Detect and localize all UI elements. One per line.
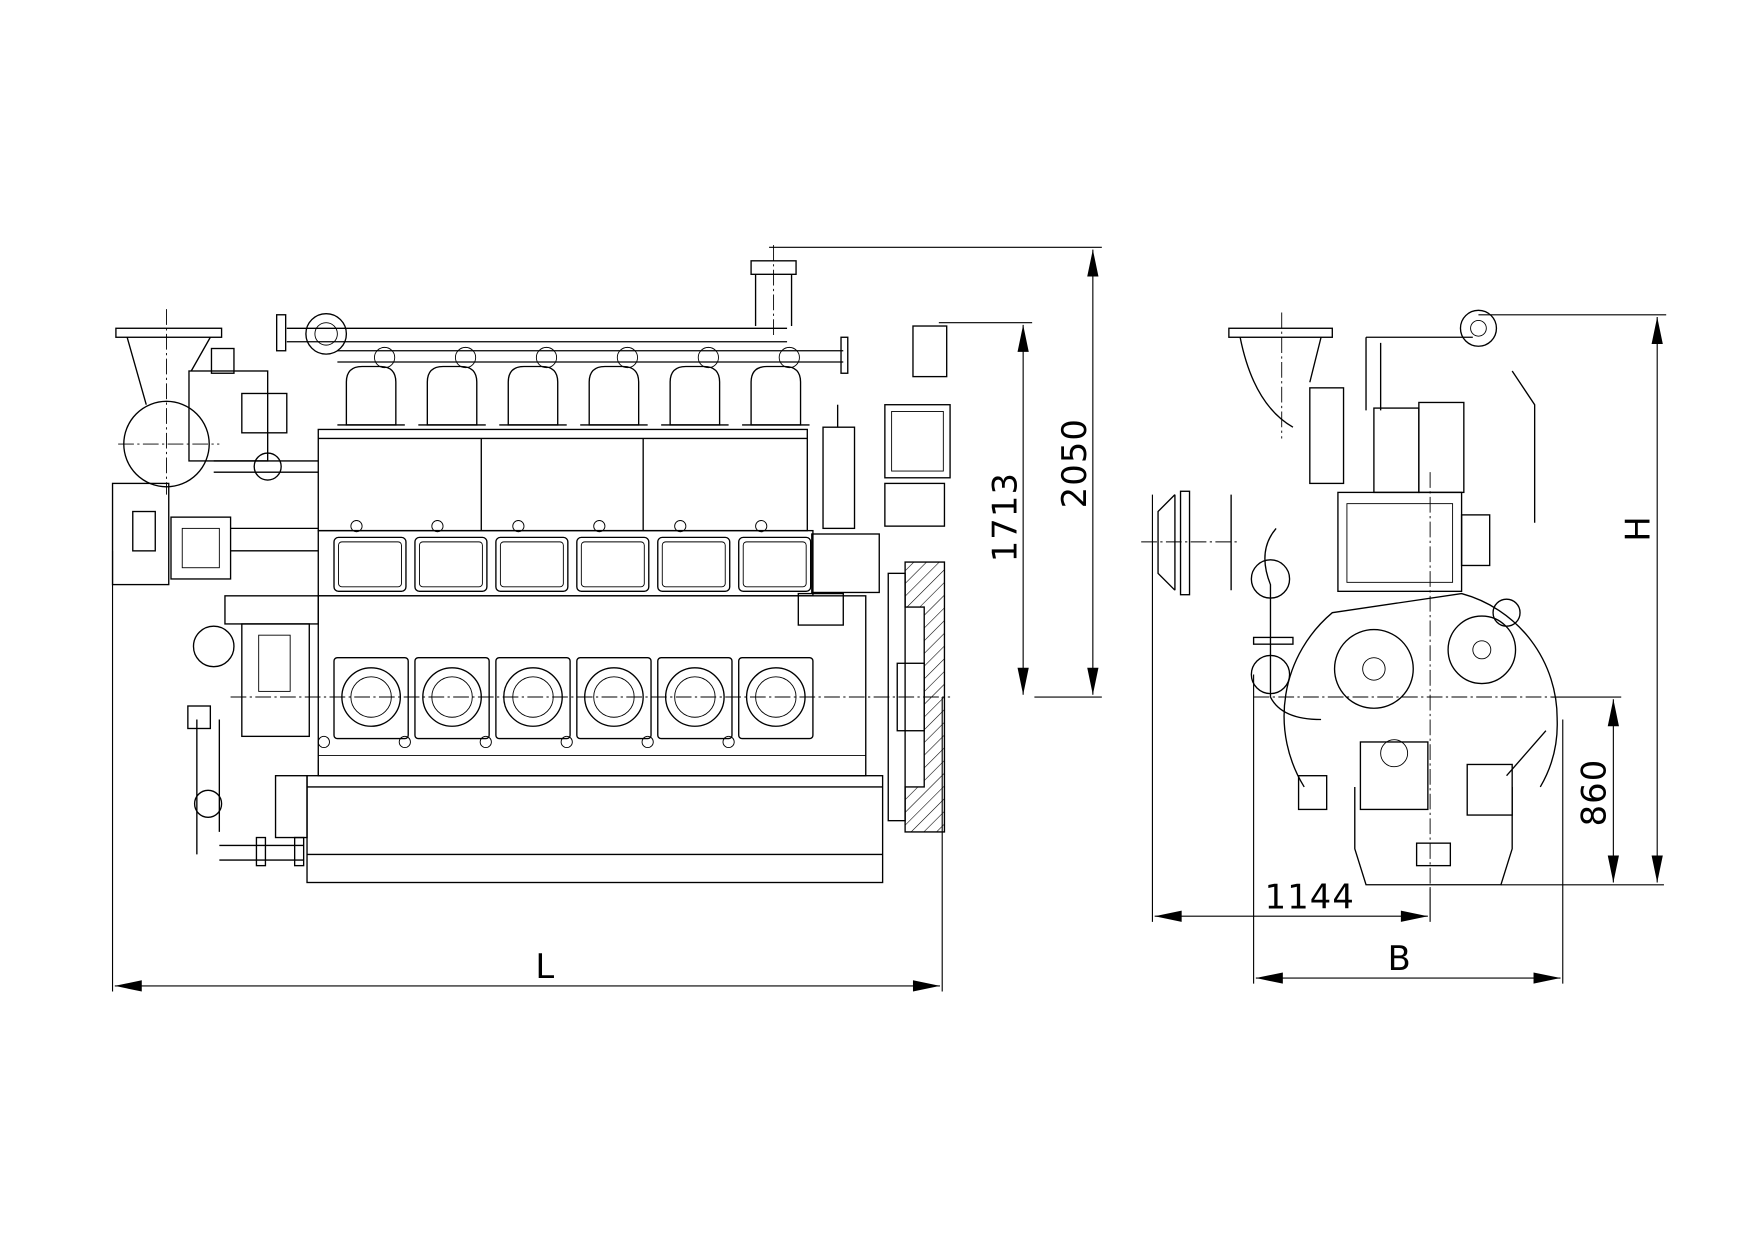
crankcase-door-ring bbox=[503, 667, 563, 727]
control-box bbox=[822, 325, 951, 530]
valve-cover-dial bbox=[454, 346, 477, 369]
inspection-cover-inner bbox=[661, 541, 726, 588]
dim-label-1713: 1713 bbox=[985, 472, 1024, 562]
dimension-L: L bbox=[111, 550, 943, 992]
side-intake bbox=[1228, 312, 1333, 439]
crankcase-door-ring bbox=[664, 667, 725, 727]
dim-label-H: H bbox=[1618, 515, 1657, 541]
front-view: 2050 1713 L bbox=[111, 245, 1102, 992]
inspection-cover bbox=[738, 536, 812, 593]
front-pumps bbox=[187, 595, 319, 867]
bolt bbox=[350, 520, 363, 533]
crankcase-door-ring bbox=[745, 667, 806, 727]
cylinder-head bbox=[588, 365, 640, 426]
coupling-flange bbox=[1141, 490, 1237, 596]
side-turbocharger bbox=[1309, 309, 1536, 593]
bolt bbox=[317, 735, 330, 749]
crankcase-door-center bbox=[755, 676, 797, 718]
crankcase-door-center bbox=[593, 676, 635, 718]
valve-cover-dial bbox=[697, 346, 719, 369]
gear-case bbox=[1250, 527, 1558, 788]
inspection-cover bbox=[657, 536, 731, 593]
crankcase-doors bbox=[317, 656, 814, 749]
crankcase-door bbox=[576, 656, 652, 740]
crankcase-door-center bbox=[431, 676, 473, 718]
crankcase-door bbox=[738, 656, 814, 740]
inspection-cover bbox=[414, 536, 488, 593]
dim-label-860: 860 bbox=[1574, 759, 1613, 827]
crankcase-door bbox=[414, 656, 490, 740]
crankcase-door bbox=[495, 656, 571, 740]
inspection-cover-inner bbox=[580, 541, 645, 588]
inspection-covers bbox=[333, 520, 812, 593]
cylinder-head bbox=[426, 365, 478, 426]
turbocharger-intake bbox=[111, 309, 319, 586]
cylinder-head bbox=[750, 365, 802, 426]
dimension-1144: 1144 bbox=[1151, 494, 1431, 922]
dimension-2050: 2050 bbox=[769, 246, 1102, 698]
crankcase-door bbox=[657, 656, 733, 740]
cylinder-head bbox=[345, 365, 397, 426]
cylinder-block bbox=[317, 428, 880, 777]
bolt bbox=[560, 735, 573, 749]
oil-pan bbox=[306, 759, 884, 884]
inspection-cover bbox=[576, 536, 650, 593]
inspection-cover bbox=[333, 536, 407, 593]
inspection-cover bbox=[495, 536, 569, 593]
flywheel bbox=[887, 561, 946, 833]
crankcase-door-ring bbox=[584, 667, 644, 727]
valve-cover-dial bbox=[778, 346, 800, 369]
cylinder-head bbox=[507, 365, 559, 426]
bolt bbox=[641, 735, 654, 749]
dimension-H: H bbox=[1478, 314, 1667, 883]
crankcase-door-center bbox=[674, 676, 716, 718]
dimension-860: 860 bbox=[1500, 696, 1664, 886]
crankcase-door-ring bbox=[341, 667, 402, 727]
side-view: 1144 B 860 H bbox=[1141, 309, 1667, 984]
valve-cover-dial bbox=[535, 346, 558, 369]
exhaust-outlet bbox=[750, 245, 797, 338]
dim-label-B: B bbox=[1388, 939, 1412, 978]
dimension-1713: 1713 bbox=[938, 322, 1033, 695]
dim-label-1144: 1144 bbox=[1265, 877, 1355, 916]
exhaust-manifold bbox=[275, 312, 849, 374]
crankcase-door bbox=[333, 656, 409, 740]
bolt bbox=[479, 735, 492, 749]
inspection-cover-inner bbox=[499, 541, 564, 588]
bolt bbox=[674, 520, 687, 533]
valve-cover-dial bbox=[616, 346, 638, 369]
side-base bbox=[1297, 730, 1547, 886]
bolt bbox=[722, 735, 735, 749]
bolt bbox=[755, 520, 768, 533]
dim-label-2050: 2050 bbox=[1055, 418, 1094, 508]
bolt bbox=[398, 735, 411, 749]
bolt bbox=[512, 520, 525, 533]
dim-label-L: L bbox=[535, 947, 555, 986]
cylinder-head bbox=[669, 365, 721, 426]
inspection-cover-inner bbox=[338, 541, 402, 588]
cylinder-heads bbox=[337, 346, 810, 426]
inspection-cover-inner bbox=[742, 541, 807, 588]
bolt bbox=[431, 520, 444, 533]
crankcase-door-ring bbox=[422, 667, 482, 727]
valve-cover-dial bbox=[374, 346, 396, 369]
crankcase-door-center bbox=[512, 676, 554, 718]
inspection-cover-inner bbox=[418, 541, 483, 588]
bolt bbox=[593, 520, 606, 533]
dimension-B: B bbox=[1253, 674, 1564, 984]
crankcase-door-center bbox=[350, 676, 392, 718]
